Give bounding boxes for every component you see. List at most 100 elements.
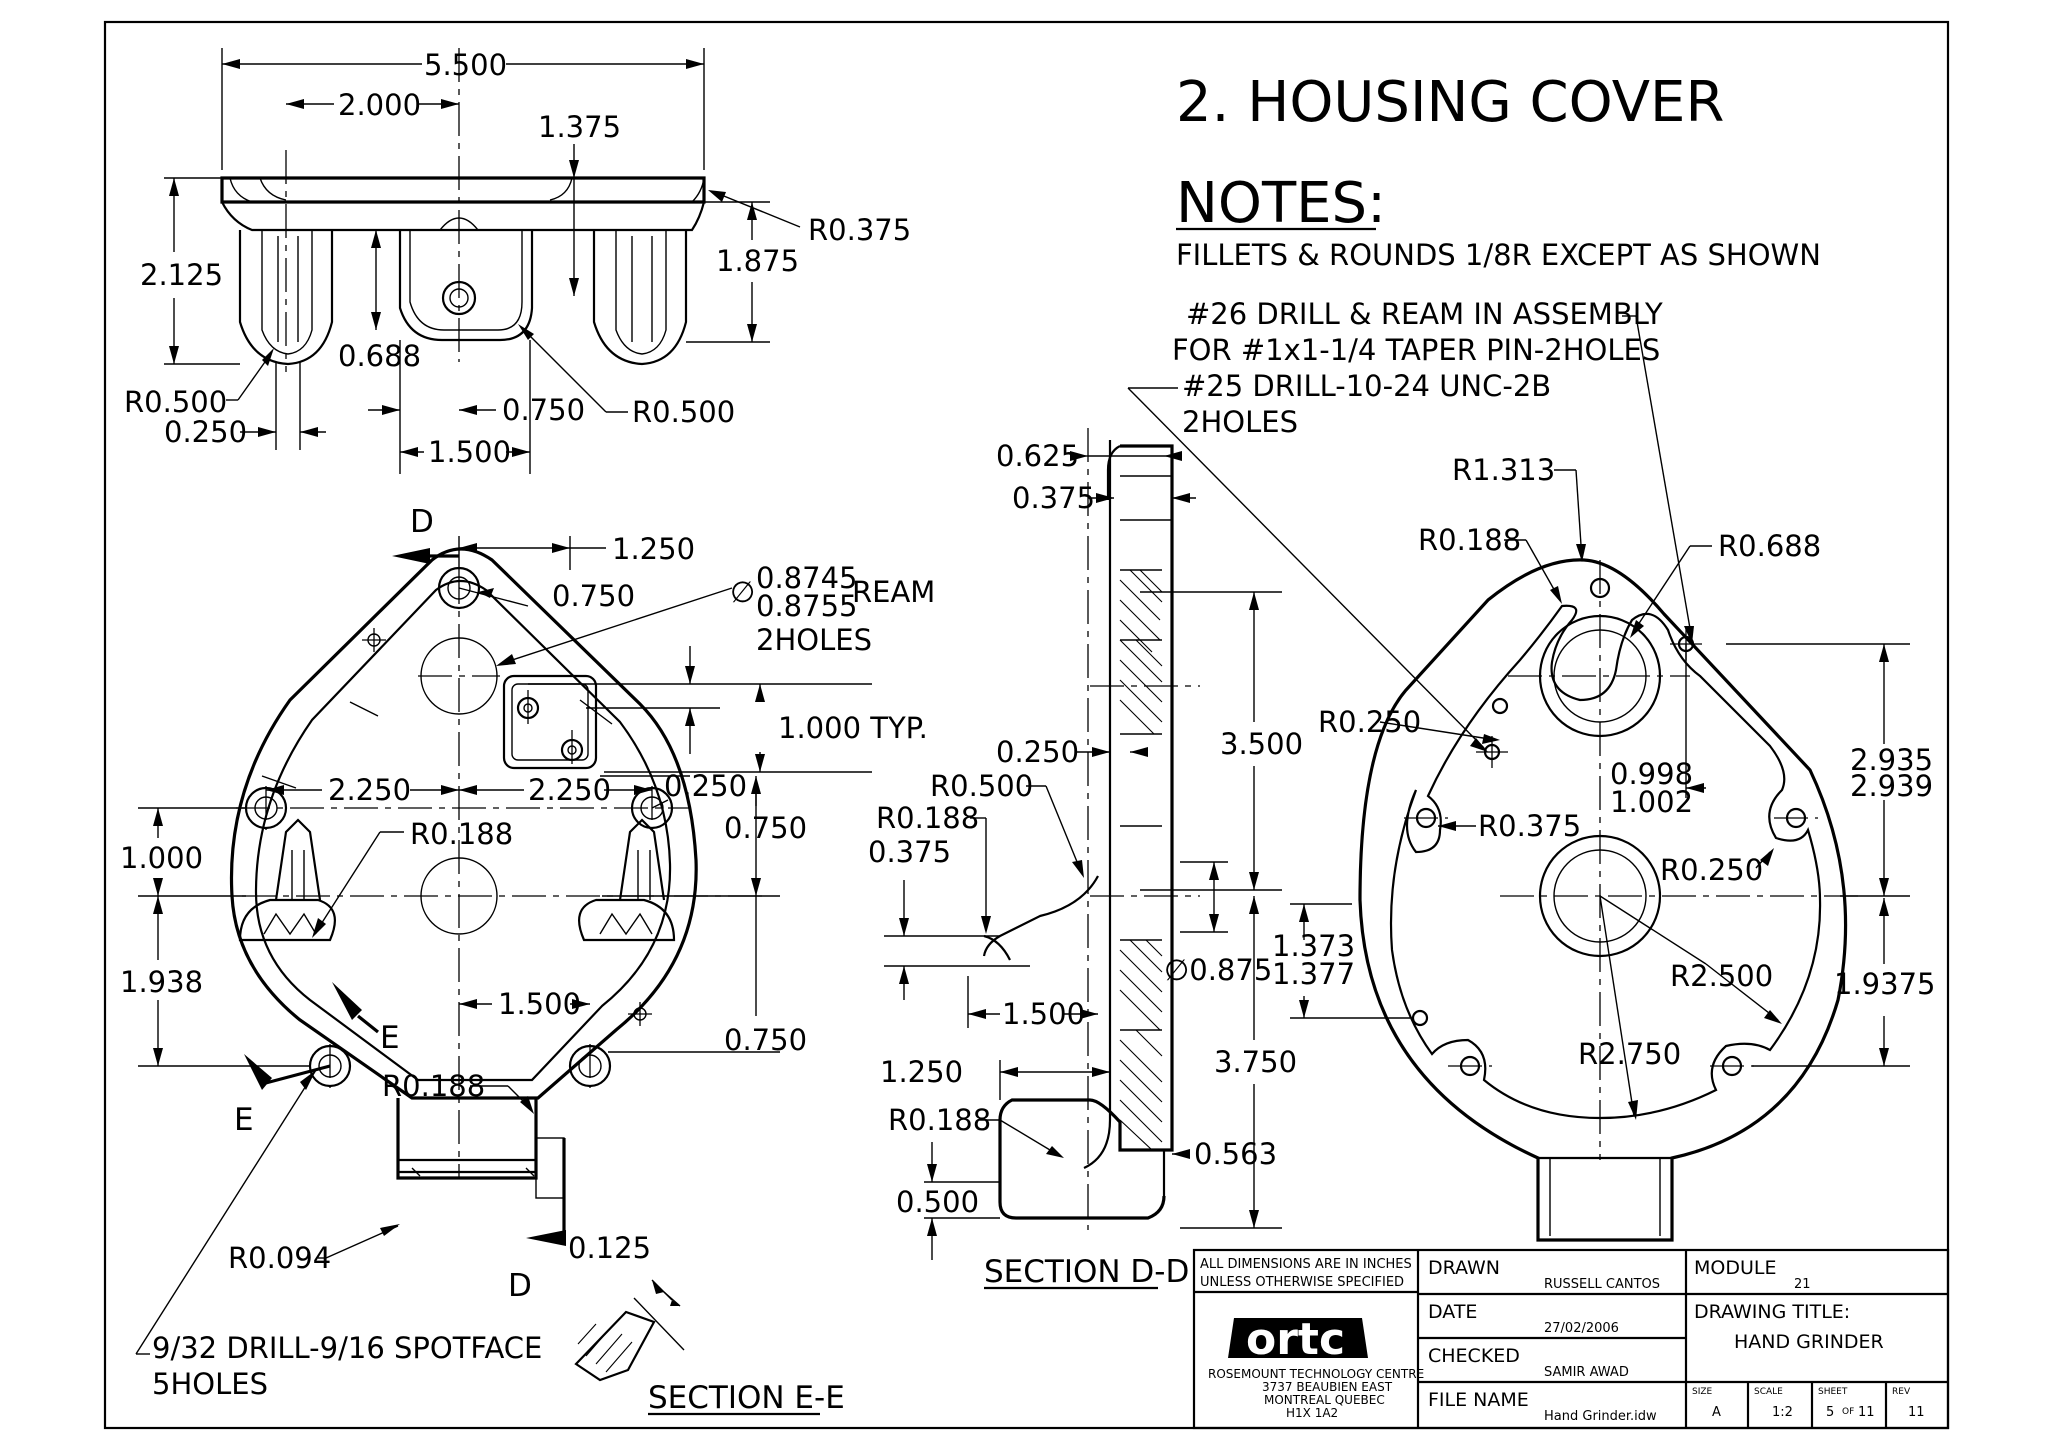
dim-2250-a: 2.250 xyxy=(328,773,411,807)
tb-sheet-total: 11 xyxy=(1858,1405,1875,1420)
dim-1500-front: 1.500 xyxy=(498,987,581,1021)
ream-holes: 2HOLES xyxy=(756,623,872,657)
dim-2000: 2.000 xyxy=(338,88,421,122)
top-view: 5.500 2.000 1.375 2.125 1.875 R0.375 0.6… xyxy=(124,48,911,474)
section-e-caption: SECTION E-E xyxy=(648,1380,845,1416)
section-e-label-left: E xyxy=(234,1102,254,1138)
ream-diameter-symbol: ∅ xyxy=(730,575,755,609)
dim-0750-front-a: 0.750 xyxy=(552,579,635,613)
tb-org-line2: 3737 BEAUBIEN EAST xyxy=(1262,1380,1393,1394)
tb-date-label: DATE xyxy=(1428,1301,1477,1323)
tb-scale-label: SCALE xyxy=(1754,1387,1783,1397)
dim-19375: 1.9375 xyxy=(1834,967,1935,1001)
dim-2939: 2.939 xyxy=(1850,769,1933,803)
tb-units-line2: UNLESS OTHERWISE SPECIFIED xyxy=(1200,1275,1404,1290)
dim-1938: 1.938 xyxy=(120,965,203,999)
tb-drawn-label: DRAWN xyxy=(1428,1257,1500,1279)
note-932-drill-l1: 9/32 DRILL-9/16 SPOTFACE xyxy=(152,1331,542,1365)
dim-5500: 5.500 xyxy=(424,48,507,82)
dim-2935: 2.935 xyxy=(1850,743,1933,777)
tb-module-label: MODULE xyxy=(1694,1257,1776,1279)
note-25-drill-l1: #25 DRILL-10-24 UNC-2B xyxy=(1182,369,1551,403)
section-d-label-top: D xyxy=(410,504,434,540)
tb-size-value: A xyxy=(1712,1405,1721,1420)
dim-0563: 0.563 xyxy=(1194,1137,1277,1171)
tb-org-line1: ROSEMOUNT TECHNOLOGY CENTRE xyxy=(1208,1367,1424,1381)
tb-file-label: FILE NAME xyxy=(1428,1389,1529,1411)
dim-0750-front-b: 0.750 xyxy=(724,811,807,845)
dim-3750: 3.750 xyxy=(1214,1045,1297,1079)
tb-date-value: 27/02/2006 xyxy=(1544,1321,1619,1336)
dim-1002: 1.002 xyxy=(1610,785,1693,819)
ortc-logo-text: ortc xyxy=(1246,1314,1345,1365)
tb-rev-value: 11 xyxy=(1908,1405,1925,1420)
dim-r1313: R1.313 xyxy=(1452,453,1555,487)
dim-r0688: R0.688 xyxy=(1718,529,1821,563)
title-block: ALL DIMENSIONS ARE IN INCHES UNLESS OTHE… xyxy=(1192,1248,1950,1430)
dim-r0500a: R0.500 xyxy=(124,385,227,419)
dim-r0188-front-a: R0.188 xyxy=(410,817,513,851)
notes-heading: NOTES: xyxy=(1176,171,1386,236)
dim-0125: 0.125 xyxy=(568,1231,651,1265)
ream-dim-upper: 0.8745 xyxy=(756,561,857,595)
dim-r2750: R2.750 xyxy=(1578,1037,1681,1071)
sheet-border xyxy=(103,20,1950,1430)
tb-module-value: 21 xyxy=(1794,1277,1811,1292)
dim-r0375: R0.375 xyxy=(808,213,911,247)
section-e-e: SECTION E-E xyxy=(574,1279,845,1416)
tb-sheet-label: SHEET xyxy=(1818,1387,1848,1397)
section-d-d: 0.625 0.375 3.500 0.250 R0.500 R0.188 0.… xyxy=(868,428,1303,1290)
front-view: D D E E 1.250 0.750 ∅ 0.8745 0.8755 REAM… xyxy=(120,504,935,1401)
dim-1500-dd: 1.500 xyxy=(1002,997,1085,1031)
dim-0375-dd-b: 0.375 xyxy=(868,835,951,869)
tb-drawn-value: RUSSELL CANTOS xyxy=(1544,1277,1660,1292)
tb-drawing-title-label: DRAWING TITLE: xyxy=(1694,1301,1850,1323)
dim-r0375-right: R0.375 xyxy=(1478,809,1581,843)
tb-rev-label: REV xyxy=(1892,1387,1911,1397)
dim-r0250-right-b: R0.250 xyxy=(1660,853,1763,887)
dim-r0500-dd: R0.500 xyxy=(930,769,1033,803)
tb-org-line3: MONTREAL QUEBEC xyxy=(1264,1393,1385,1407)
note-fillets: FILLETS & ROUNDS 1/8R EXCEPT AS SHOWN xyxy=(1176,238,1821,272)
ortc-logo: ortc xyxy=(1228,1314,1368,1365)
dim-0250: 0.250 xyxy=(164,415,247,449)
dim-1000-front: 1.000 xyxy=(120,841,203,875)
dim-1375: 1.375 xyxy=(538,110,621,144)
tb-file-value: Hand Grinder.idw xyxy=(1544,1409,1657,1424)
right-view: R1.313 R0.188 R0.688 R0.250 2.935 2.939 … xyxy=(1127,297,1935,1242)
section-d-label-bottom: D xyxy=(508,1268,532,1304)
section-e-label-right: E xyxy=(380,1020,400,1056)
dim-0875: ∅0.875 xyxy=(1164,953,1272,987)
dim-0750-front-c: 0.750 xyxy=(724,1023,807,1057)
dim-3500: 3.500 xyxy=(1220,727,1303,761)
dim-1250-dd: 1.250 xyxy=(880,1055,963,1089)
tb-units-line1: ALL DIMENSIONS ARE IN INCHES xyxy=(1200,1257,1412,1272)
dim-1250-front: 1.250 xyxy=(612,532,695,566)
dim-r0500b: R0.500 xyxy=(632,395,735,429)
dim-0998: 0.998 xyxy=(1610,757,1693,791)
dim-0750: 0.750 xyxy=(502,393,585,427)
dim-2250-b: 2.250 xyxy=(528,773,611,807)
note-932-drill-l2: 5HOLES xyxy=(152,1367,268,1401)
dim-r2500: R2.500 xyxy=(1670,959,1773,993)
ream-word: REAM xyxy=(852,575,935,609)
tb-sheet-value: 5 xyxy=(1826,1405,1834,1420)
note-26-drill-l1: #26 DRILL & REAM IN ASSEMBLY xyxy=(1186,297,1663,331)
tb-size-label: SIZE xyxy=(1692,1387,1713,1397)
note-25-drill-l2: 2HOLES xyxy=(1182,405,1298,439)
dim-1377: 1.377 xyxy=(1272,957,1355,991)
dim-1000-typ: 1.000 TYP. xyxy=(778,711,928,745)
section-d-caption: SECTION D-D xyxy=(984,1254,1189,1290)
dim-1500-top: 1.500 xyxy=(428,435,511,469)
dim-r0188-front-b: R0.188 xyxy=(382,1069,485,1103)
dim-2125: 2.125 xyxy=(140,258,223,292)
tb-sheet-of: OF xyxy=(1842,1407,1854,1417)
tb-drawing-title-value: HAND GRINDER xyxy=(1734,1331,1884,1353)
dim-1875: 1.875 xyxy=(716,244,799,278)
dim-r0250-right-a: R0.250 xyxy=(1318,705,1421,739)
drawing-title: 2. HOUSING COVER xyxy=(1176,70,1724,135)
dim-1373: 1.373 xyxy=(1272,929,1355,963)
dim-r0094: R0.094 xyxy=(228,1241,331,1275)
dim-0625: 0.625 xyxy=(996,439,1079,473)
